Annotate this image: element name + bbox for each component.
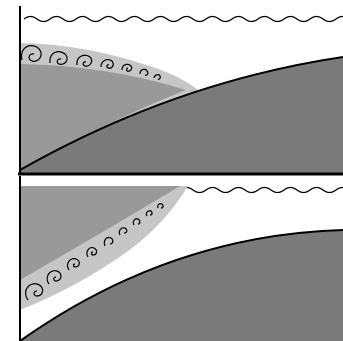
top-panel — [16, 6, 343, 174]
bottom-panel — [20, 176, 343, 341]
